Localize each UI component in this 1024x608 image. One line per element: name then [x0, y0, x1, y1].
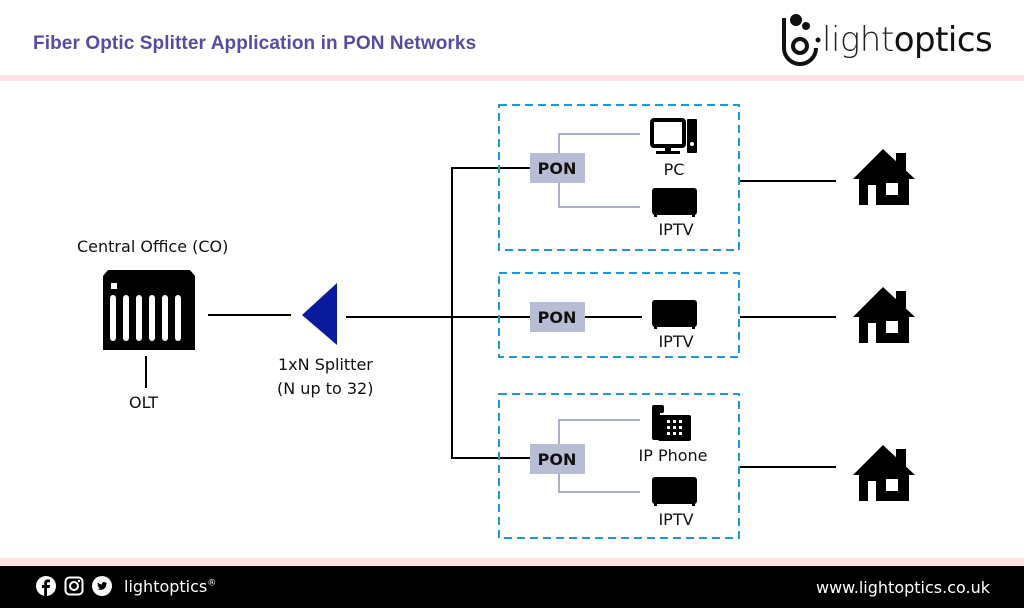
customer-premises-1: PON PC IPTV	[498, 104, 740, 251]
logo-text: lightoptics	[822, 20, 993, 60]
device-label-iptv: IPTV	[658, 332, 693, 351]
tv-icon	[652, 188, 697, 217]
twitter-icon[interactable]	[92, 576, 112, 596]
footer: lightoptics® www.lightoptics.co.uk	[0, 566, 1024, 608]
olt-label: OLT	[129, 393, 158, 412]
pon-unit	[530, 302, 585, 332]
page-title: Fiber Optic Splitter Application in PON …	[33, 33, 477, 54]
phone-icon	[652, 405, 691, 441]
fiber-trunk	[451, 167, 530, 459]
registered-mark: ®	[207, 578, 217, 589]
social-links: lightoptics®	[36, 576, 216, 596]
pon-label: PON	[538, 450, 577, 469]
device-label-iptv: IPTV	[658, 220, 693, 239]
device-label-pc: PC	[664, 160, 685, 179]
customer-premises-2: PON IPTV	[498, 272, 740, 358]
logo-text-bold: optics	[893, 20, 993, 60]
pon-label: PON	[538, 308, 577, 327]
house-icon	[853, 149, 915, 205]
device-label-iptv: IPTV	[658, 510, 693, 529]
header-divider	[0, 75, 1024, 81]
house-icon	[853, 445, 915, 501]
footer-brand-text: lightoptics	[124, 576, 208, 596]
olt-icon	[103, 270, 195, 350]
pon-unit	[530, 153, 585, 183]
pon-diagram: Central Office (CO) OLT 1xN Splitter (N …	[77, 104, 915, 539]
splitter-label-line1: 1xN Splitter	[278, 355, 373, 374]
facebook-icon[interactable]	[36, 576, 56, 596]
pon-unit	[530, 444, 585, 474]
tv-icon	[652, 477, 697, 506]
splitter-label-line2: (N up to 32)	[277, 379, 373, 398]
device-label-ip-phone: IP Phone	[638, 446, 707, 465]
instagram-icon[interactable]	[64, 576, 84, 596]
central-office-label: Central Office (CO)	[77, 237, 228, 256]
logo-text-light: light	[822, 20, 894, 60]
pc-icon	[650, 118, 697, 154]
footer-brand: lightoptics®	[124, 577, 216, 596]
tv-icon	[652, 300, 697, 329]
house-icon	[853, 287, 915, 343]
lightoptics-logo[interactable]: lightoptics	[780, 10, 1010, 70]
splitter-icon	[302, 283, 337, 345]
logo-mark-icon	[782, 14, 821, 66]
website-link[interactable]: www.lightoptics.co.uk	[815, 578, 990, 597]
customer-premises-3: PON IP Phone IPTV	[498, 393, 740, 539]
footer-divider	[0, 558, 1024, 566]
pon-label: PON	[538, 159, 577, 178]
